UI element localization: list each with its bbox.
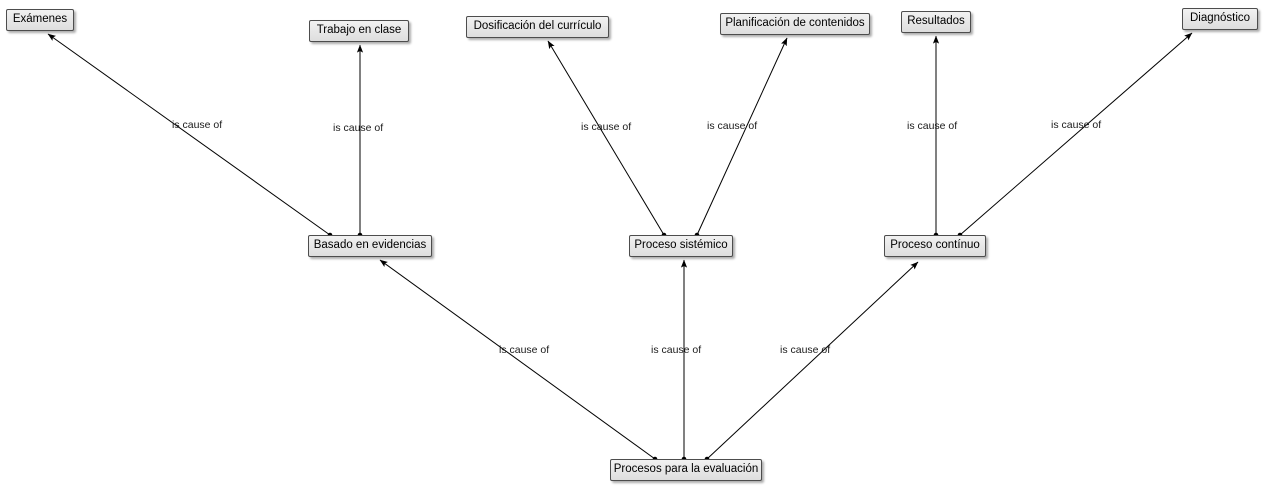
edge-sistemico-planificacion[interactable] (696, 37, 788, 236)
edge-label-procesos-evidencias: is cause of (499, 344, 550, 356)
node-diagnostico[interactable]: Diagnóstico (1182, 8, 1258, 30)
node-evidencias[interactable]: Basado en evidencias (308, 235, 432, 257)
node-sistemico[interactable]: Proceso sistémico (629, 235, 733, 257)
node-label-procesos: Procesos para la evaluación (613, 463, 759, 476)
edge-label-sistemico-planificacion: is cause of (707, 120, 758, 132)
node-procesos[interactable]: Procesos para la evaluación (610, 459, 762, 481)
node-resultados[interactable]: Resultados (901, 11, 971, 33)
edge-label-procesos-sistemico: is cause of (651, 344, 702, 356)
node-examenes[interactable]: Exámenes (6, 9, 74, 31)
node-dosificacion[interactable]: Dosificación del currículo (466, 16, 609, 38)
node-label-trabajo: Trabajo en clase (316, 24, 402, 37)
edge-evidencias-examenes[interactable] (47, 33, 331, 236)
edge-label-evidencias-examenes: is cause of (172, 119, 223, 131)
node-label-continuo: Proceso contínuo (890, 239, 980, 252)
edge-procesos-continuo[interactable] (706, 261, 919, 460)
node-label-dosificacion: Dosificación del currículo (473, 20, 602, 33)
node-label-diagnostico: Diagnóstico (1189, 12, 1251, 25)
node-trabajo[interactable]: Trabajo en clase (309, 20, 409, 42)
node-label-evidencias: Basado en evidencias (313, 239, 427, 252)
edge-label-continuo-resultados: is cause of (907, 120, 958, 132)
edge-label-sistemico-dosificacion: is cause of (581, 121, 632, 133)
node-label-planificacion: Planificación de contenidos (725, 17, 865, 30)
node-label-examenes: Exámenes (12, 13, 68, 26)
edge-label-evidencias-trabajo: is cause of (333, 122, 384, 134)
edges-group (47, 32, 1193, 462)
edge-label-procesos-continuo: is cause of (780, 344, 831, 356)
node-planificacion[interactable]: Planificación de contenidos (720, 13, 870, 35)
node-continuo[interactable]: Proceso contínuo (884, 235, 986, 257)
node-label-resultados: Resultados (907, 15, 965, 28)
edge-label-continuo-diagnostico: is cause of (1051, 119, 1102, 131)
edge-continuo-diagnostico[interactable] (959, 32, 1193, 236)
node-label-sistemico: Proceso sistémico (634, 239, 728, 252)
edge-sistemico-dosificacion[interactable] (547, 40, 665, 236)
edge-procesos-evidencias[interactable] (379, 259, 656, 460)
